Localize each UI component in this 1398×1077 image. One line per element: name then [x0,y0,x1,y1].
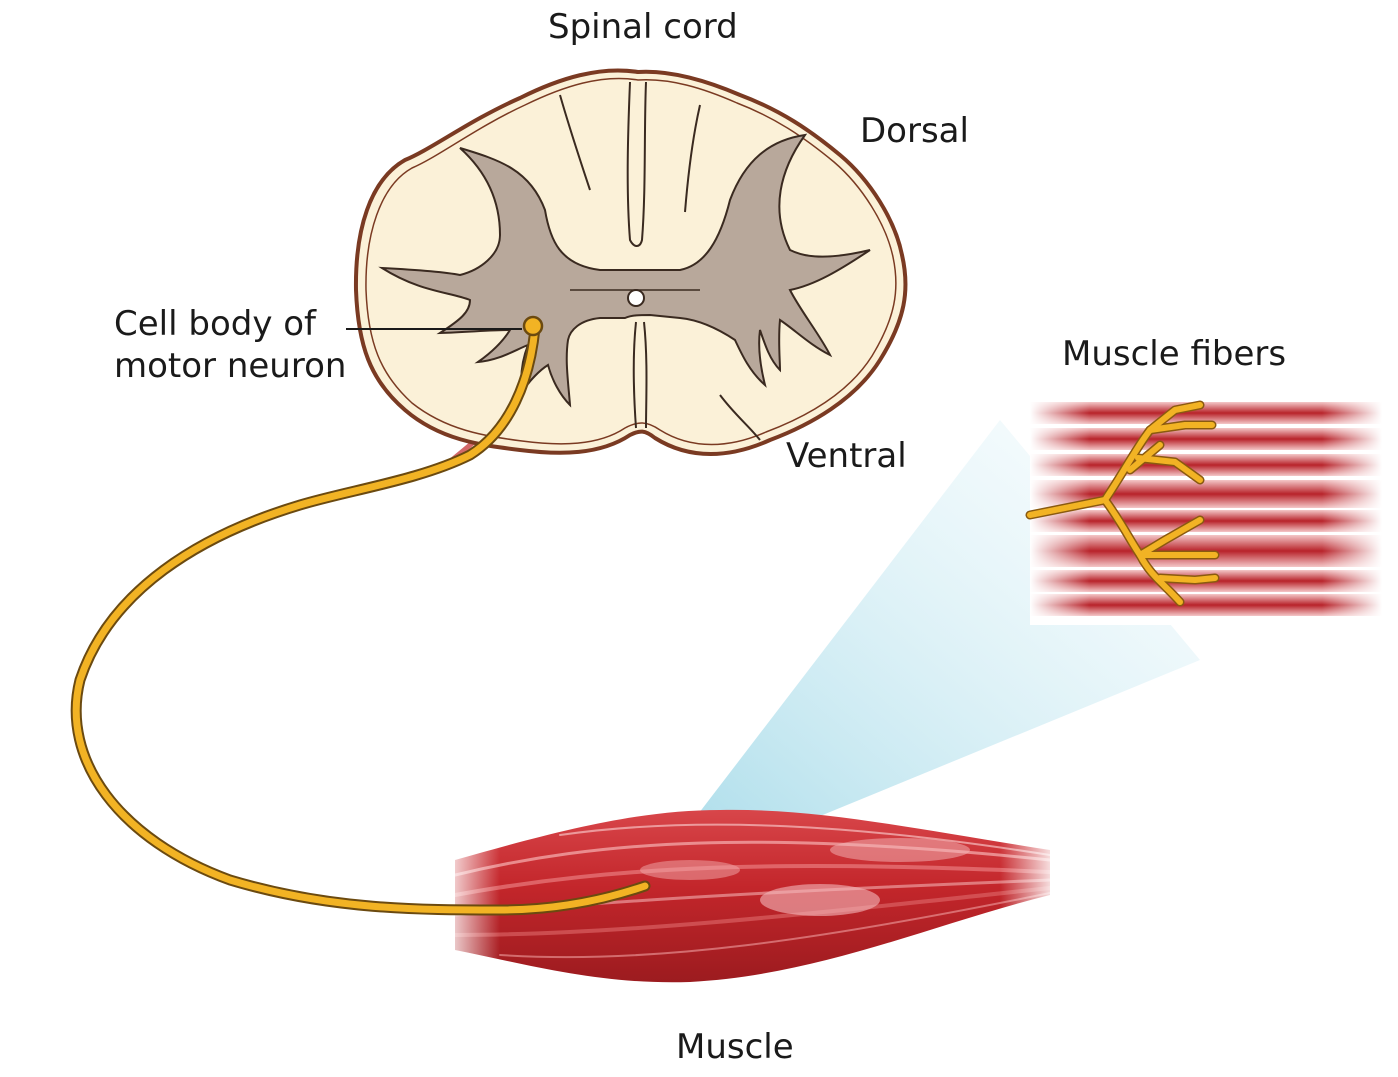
cell-body-label-line1: Cell body of [114,304,317,344]
ventral-label: Ventral [786,436,907,476]
cell-body-label: Cell body of motor neuron [114,303,346,387]
spinal-cord-label: Spinal cord [548,7,738,47]
motor-neuron-cell-body [522,315,544,337]
muscle-label: Muscle [676,1027,794,1067]
spinal-cord-cross-section [353,68,908,456]
dorsal-label: Dorsal [860,111,969,151]
central-canal [627,289,645,307]
muscle-shape [440,800,1060,990]
motor-neuron-axon [72,324,649,914]
gray-matter [378,133,871,408]
muscle-fibers-inset [1025,395,1382,625]
muscle-fibers-label: Muscle fibers [1062,334,1287,374]
cell-body-label-line2: motor neuron [114,346,347,386]
